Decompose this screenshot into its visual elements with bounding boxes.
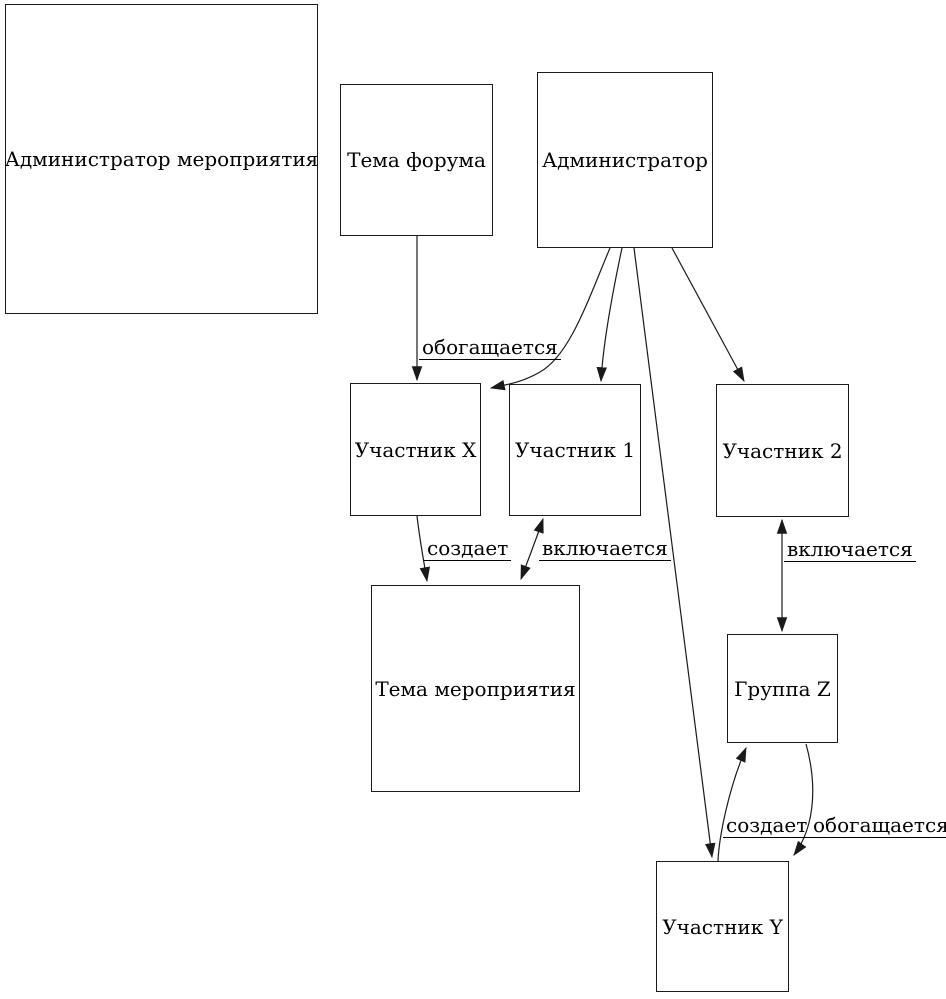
node-participant-2: Участник 2 bbox=[716, 384, 849, 517]
edge-participant-y-to-group-z bbox=[717, 746, 747, 862]
node-label: Участник 1 bbox=[514, 438, 636, 462]
edge-label-creates: создает bbox=[424, 537, 512, 561]
edge-admin-to-participant-2 bbox=[671, 247, 745, 383]
node-label: Тема форума bbox=[347, 148, 486, 172]
edge-label-enriches: обогащается bbox=[810, 814, 946, 838]
edge-label-creates: создает bbox=[723, 814, 811, 838]
edge-admin-to-participant-x bbox=[489, 247, 611, 391]
node-participant-x: Участник X bbox=[350, 383, 481, 516]
edge-label-includes: включается bbox=[784, 538, 916, 562]
node-administrator: Администратор bbox=[537, 72, 713, 248]
node-event-administrator: Администратор мероприятия bbox=[5, 4, 318, 314]
node-label: Участник Y bbox=[662, 914, 783, 939]
edge-label-enriches: обогащается bbox=[419, 336, 561, 360]
node-participant-y: Участник Y bbox=[656, 861, 789, 992]
node-participant-1: Участник 1 bbox=[509, 384, 641, 516]
node-label: Участник 2 bbox=[722, 438, 843, 463]
node-label: Участник X bbox=[354, 437, 477, 462]
edge-label-includes: включается bbox=[539, 537, 671, 561]
node-label: Администратор bbox=[542, 148, 708, 172]
edge-group-z-to-participant-y bbox=[793, 743, 814, 856]
node-label: Администратор мероприятия bbox=[4, 147, 319, 171]
node-label: Группа Z bbox=[734, 676, 831, 701]
edge-admin-to-participant-1 bbox=[596, 247, 623, 383]
node-group-z: Группа Z bbox=[727, 634, 838, 743]
node-event-topic: Тема мероприятия bbox=[371, 585, 580, 792]
node-label: Тема мероприятия bbox=[375, 676, 576, 701]
node-forum-topic: Тема форума bbox=[340, 84, 493, 236]
